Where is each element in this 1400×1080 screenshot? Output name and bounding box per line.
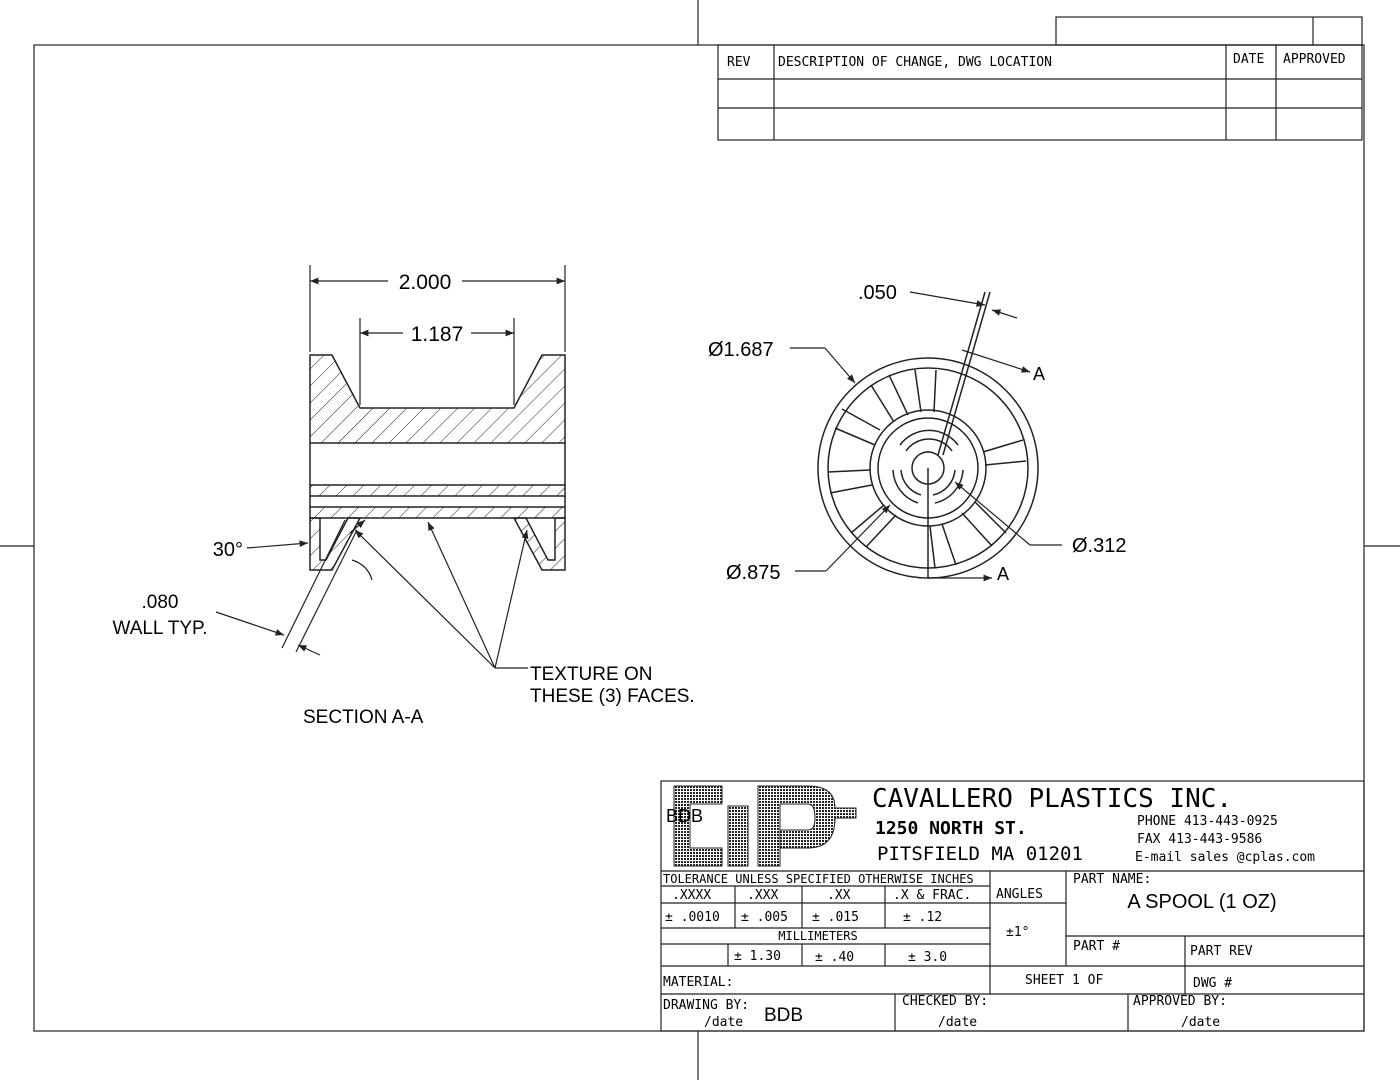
section-lower-hatch bbox=[309, 506, 566, 519]
company-email: E-mail sales @cplas.com bbox=[1135, 850, 1315, 865]
company-fax: FAX 413-443-9586 bbox=[1137, 832, 1262, 847]
drawing-date: /date bbox=[704, 1015, 743, 1030]
drawing-number-label: DWG # bbox=[1193, 976, 1232, 991]
logo-initials: BDB bbox=[666, 806, 703, 826]
mm-val-3: ± 3.0 bbox=[908, 950, 947, 965]
section-right-flange bbox=[512, 517, 566, 571]
date-header: DATE bbox=[1233, 52, 1264, 67]
texture-note-line1: TEXTURE ON bbox=[530, 664, 652, 685]
section-caption: SECTION A-A bbox=[303, 707, 424, 728]
dim-outer-diameter: Ø1.687 bbox=[708, 339, 774, 361]
company-logo bbox=[673, 785, 857, 867]
tolerance-header: TOLERANCE UNLESS SPECIFIED OTHERWISE INC… bbox=[663, 872, 974, 886]
rev-header: REV bbox=[727, 55, 751, 70]
company-phone: PHONE 413-443-0925 bbox=[1137, 814, 1278, 829]
tol-col-xxx: .XXX bbox=[747, 888, 778, 903]
angles-value: ±1° bbox=[1006, 925, 1029, 940]
section-view: 2.000 1.187 30° .080 WALL TYP. TEXTURE O… bbox=[112, 265, 695, 728]
tol-val-xxx: ± .005 bbox=[741, 910, 788, 925]
dim-bore-diameter: Ø.312 bbox=[1072, 535, 1126, 557]
section-mark-bottom: A bbox=[997, 564, 1009, 584]
dim-inner-length: 1.187 bbox=[411, 323, 464, 346]
tol-val-xxxx: ± .0010 bbox=[665, 910, 720, 925]
part-name-label: PART NAME: bbox=[1073, 872, 1151, 887]
dim-overall-length: 2.000 bbox=[399, 271, 452, 294]
revision-table: REV DESCRIPTION OF CHANGE, DWG LOCATION … bbox=[717, 44, 1363, 141]
approved-by-label: APPROVED BY: bbox=[1133, 994, 1227, 1009]
top-tab-box bbox=[1055, 16, 1363, 46]
section-bore-wall bbox=[309, 484, 566, 497]
angle-label: 30° bbox=[213, 539, 243, 561]
wall-label: WALL TYP. bbox=[112, 618, 207, 639]
tol-col-xx: .XX bbox=[827, 888, 851, 903]
end-view-dimensions bbox=[790, 291, 1062, 582]
drawing-by-label: DRAWING BY: bbox=[663, 998, 749, 1013]
part-name: A SPOOL (1 OZ) bbox=[1127, 891, 1276, 913]
texture-note-line2: THESE (3) FACES. bbox=[530, 686, 695, 707]
tol-val-xx: ± .015 bbox=[812, 910, 859, 925]
section-mark-top: A bbox=[1033, 364, 1045, 384]
tol-col-xxxx: .XXXX bbox=[672, 888, 711, 903]
part-rev-label: PART REV bbox=[1190, 944, 1253, 959]
material-label: MATERIAL: bbox=[663, 975, 733, 990]
sheet-label: SHEET 1 OF bbox=[1025, 973, 1103, 988]
section-left-flange bbox=[309, 517, 362, 571]
angles-label: ANGLES bbox=[996, 887, 1043, 902]
checked-by-label: CHECKED BY: bbox=[902, 994, 988, 1009]
section-upper-hatch bbox=[309, 354, 566, 444]
mm-val-1: ± 1.30 bbox=[734, 949, 781, 964]
end-view bbox=[817, 291, 1039, 579]
wall-value: .080 bbox=[142, 592, 179, 613]
approved-date: /date bbox=[1181, 1015, 1220, 1030]
checked-date: /date bbox=[938, 1015, 977, 1030]
dim-rib-width: .050 bbox=[858, 282, 897, 304]
company-city: PITSFIELD MA 01201 bbox=[877, 843, 1083, 865]
dim-hub-diameter: Ø.875 bbox=[726, 562, 780, 584]
mm-val-2: ± .40 bbox=[815, 950, 854, 965]
description-header: DESCRIPTION OF CHANGE, DWG LOCATION bbox=[778, 55, 1052, 70]
tol-val-frac: ± .12 bbox=[903, 910, 942, 925]
title-block: BDB CAVALLERO PLASTICS INC. 1250 NORTH S… bbox=[660, 780, 1365, 1032]
tol-col-frac: .X & FRAC. bbox=[893, 888, 971, 903]
company-street: 1250 NORTH ST. bbox=[875, 818, 1027, 839]
approved-header: APPROVED bbox=[1283, 52, 1346, 67]
company-name: CAVALLERO PLASTICS INC. bbox=[872, 784, 1232, 814]
drawing-by-value: BDB bbox=[764, 1005, 803, 1026]
part-number-label: PART # bbox=[1073, 939, 1120, 954]
millimeters-header: MILLIMETERS bbox=[778, 929, 857, 943]
